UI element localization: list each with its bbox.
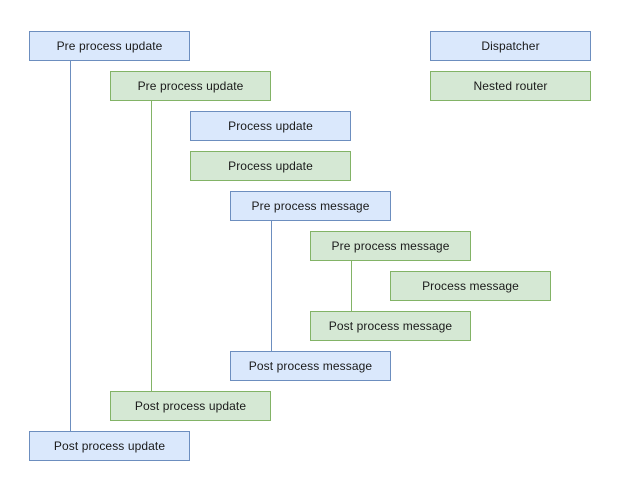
node-n6-nested-router[interactable]: Pre process message <box>310 231 471 261</box>
node-label: Process update <box>228 119 313 133</box>
node-n5-dispatcher[interactable]: Pre process message <box>230 191 391 221</box>
node-n11-dispatcher[interactable]: Post process update <box>29 431 190 461</box>
node-n4-nested-router[interactable]: Process update <box>190 151 351 181</box>
node-label: Pre process message <box>251 199 370 213</box>
node-label: Post process message <box>248 359 373 373</box>
node-n3-dispatcher[interactable]: Process update <box>190 111 351 141</box>
node-n8-nested-router[interactable]: Post process message <box>310 311 471 341</box>
node-label: Pre process message <box>331 239 450 253</box>
legend-item-dispatcher[interactable]: Dispatcher <box>430 31 591 61</box>
node-label: Nested router <box>473 79 548 93</box>
connector-n1-to-n11 <box>70 61 71 431</box>
connector-n6-to-n8 <box>351 261 352 311</box>
node-n10-nested-router[interactable]: Post process update <box>110 391 271 421</box>
legend-item-nested-router[interactable]: Nested router <box>430 71 591 101</box>
node-n9-dispatcher[interactable]: Post process message <box>230 351 391 381</box>
connector-n2-to-n10 <box>151 101 152 391</box>
node-label: Post process update <box>134 399 247 413</box>
node-n7-nested-router[interactable]: Process message <box>390 271 551 301</box>
node-n1-dispatcher[interactable]: Pre process update <box>29 31 190 61</box>
node-label: Process update <box>228 159 313 173</box>
connector-n5-to-n9 <box>271 221 272 351</box>
node-label: Process message <box>422 279 519 293</box>
node-n2-nested-router[interactable]: Pre process update <box>110 71 271 101</box>
node-label: Post process message <box>328 319 453 333</box>
node-label: Pre process update <box>137 79 244 93</box>
node-label: Dispatcher <box>481 39 540 53</box>
node-label: Pre process update <box>56 39 163 53</box>
node-label: Post process update <box>53 439 166 453</box>
